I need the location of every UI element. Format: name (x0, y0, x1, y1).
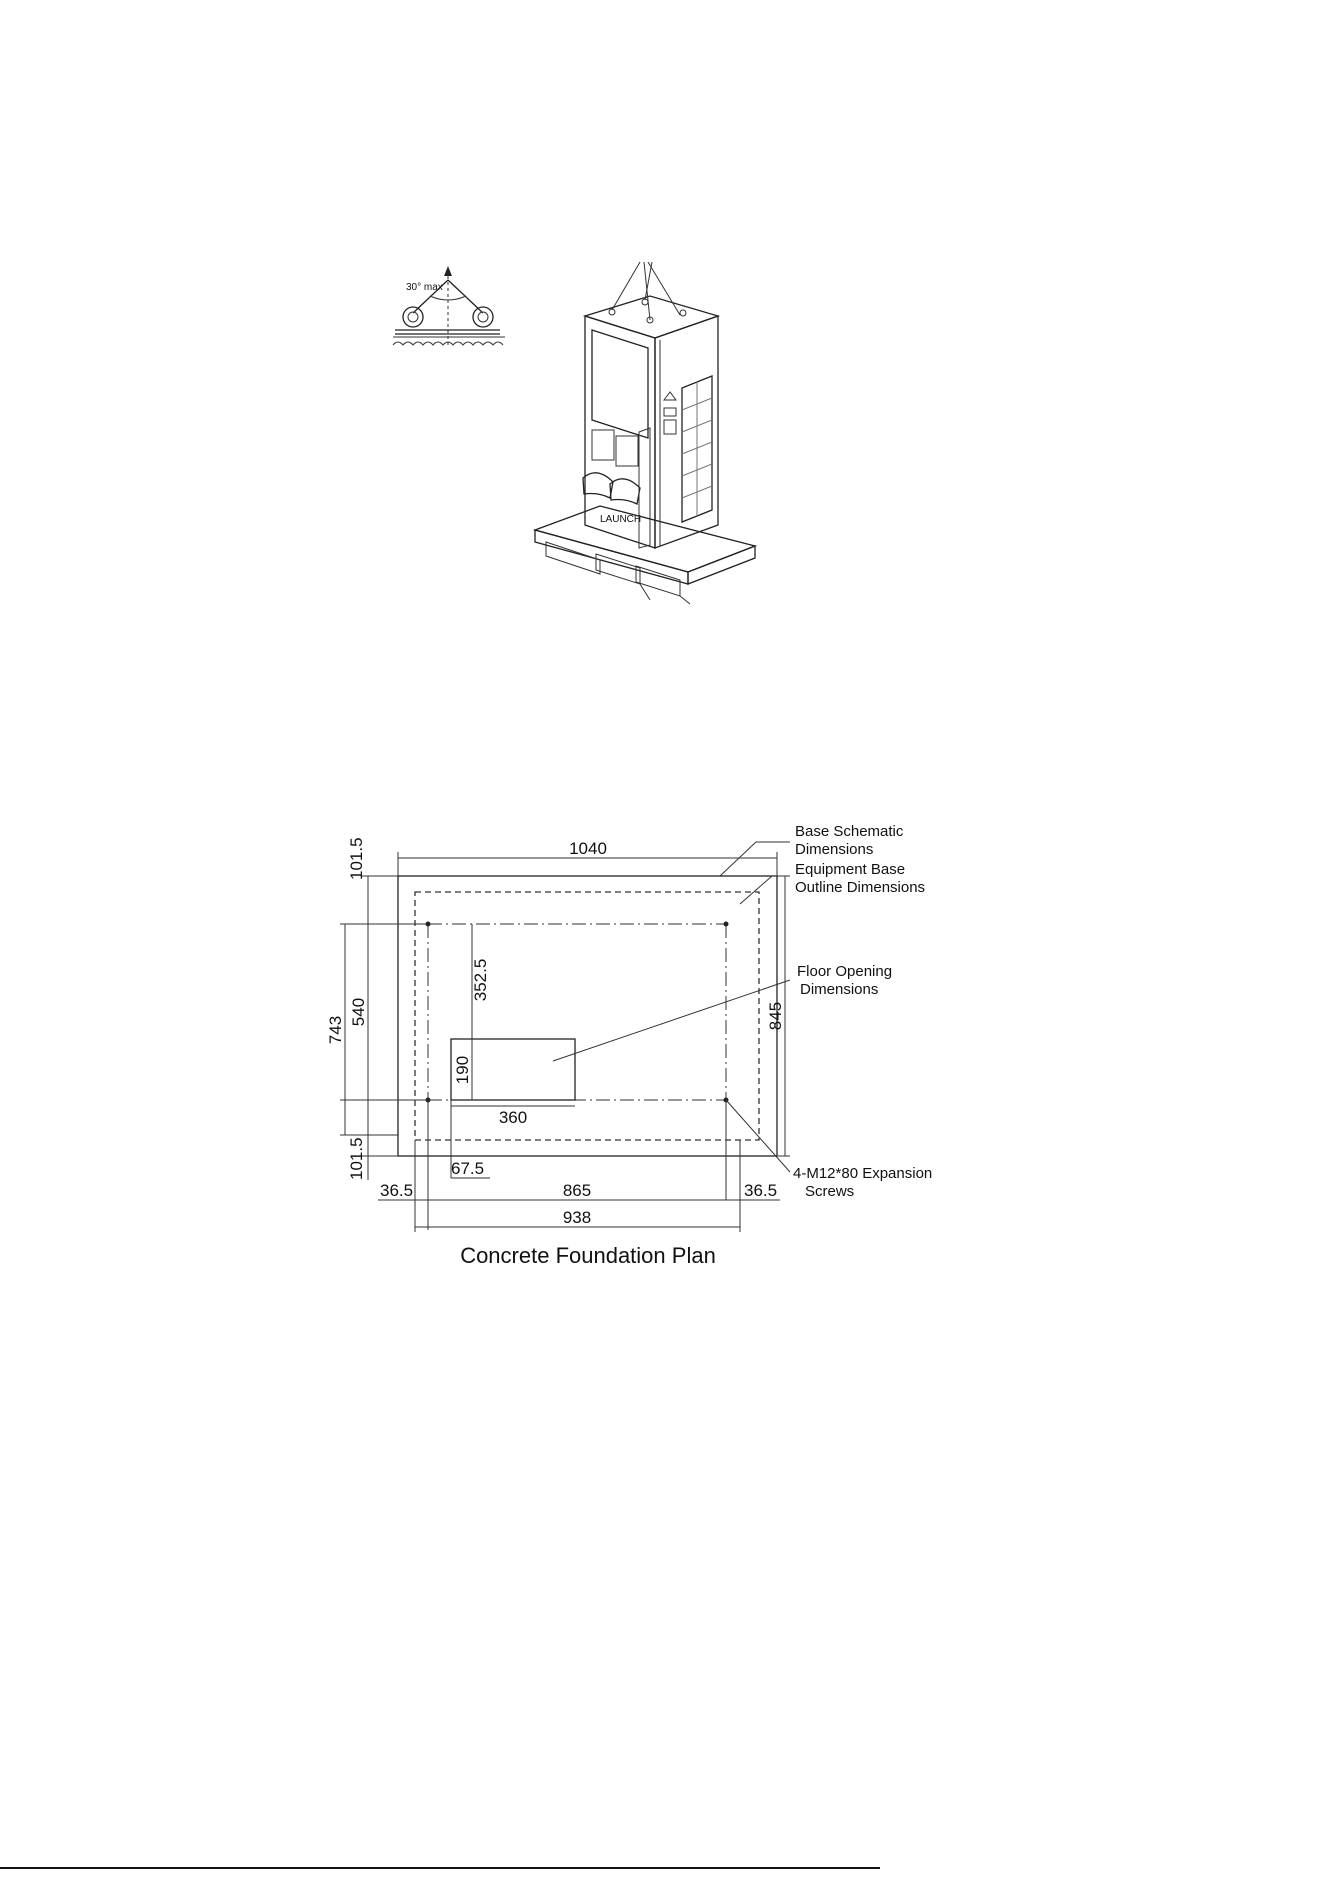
callout-floor-opening-line1: Floor Opening (797, 963, 892, 980)
base-schematic-outline (398, 876, 777, 1156)
callout-floor-opening-line2: Dimensions (800, 981, 878, 998)
dim-overall-length-right: 845 (766, 1002, 785, 1030)
lifting-angle-detail: 30° max (393, 266, 505, 345)
dim-opening-depth: 190 (453, 1056, 472, 1084)
equipment-base-outline (415, 892, 759, 1140)
dim-bottom-margin: 101.5 (347, 1137, 366, 1180)
dim-overall-depth: 743 (326, 1016, 345, 1044)
dim-right-margin: 36.5 (744, 1181, 777, 1200)
expansion-screw-hole (724, 922, 729, 927)
callout-base-schematic-line1: Base Schematic (795, 823, 904, 840)
charger-illustration: LAUNCH (535, 262, 755, 604)
callout-expansion-screws-line2: Screws (805, 1183, 854, 1200)
callout-equipment-base-line1: Equipment Base (795, 861, 905, 878)
callout-equipment-base-line2: Outline Dimensions (795, 879, 925, 896)
dim-overall-width: 1040 (569, 839, 607, 858)
dim-equipment-width: 938 (563, 1208, 591, 1227)
callout-base-schematic-line2: Dimensions (795, 841, 873, 858)
dim-opening-offset-x: 67.5 (451, 1159, 484, 1178)
callout-expansion-screws-line1: 4-M12*80 Expansion (793, 1165, 932, 1182)
plan-title: Concrete Foundation Plan (460, 1243, 716, 1268)
foundation-plan: 1040 101.5 743 540 101.5 352.5 190 360 6… (326, 823, 932, 1268)
dim-bolt-spacing-depth: 540 (349, 998, 368, 1026)
dim-left-margin: 36.5 (380, 1181, 413, 1200)
dim-opening-width: 360 (499, 1108, 527, 1127)
angle-label: 30° max (406, 282, 443, 293)
dim-opening-offset-y: 352.5 (471, 959, 490, 1002)
dim-top-margin: 101.5 (347, 837, 366, 880)
dim-bolt-spacing-width: 865 (563, 1181, 591, 1200)
